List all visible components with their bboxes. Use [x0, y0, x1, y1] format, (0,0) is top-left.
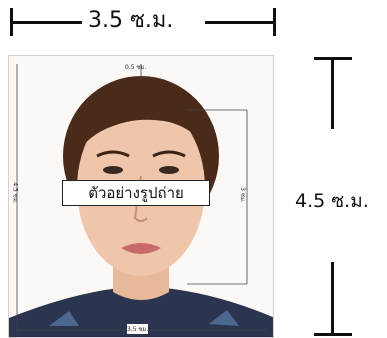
width-right-line — [205, 21, 275, 24]
top-guide-label: 0.5 ซม. — [125, 64, 147, 71]
sample-photo-label: ตัวอย่างรูปถ่าย — [62, 180, 210, 206]
height-bottom-tick — [314, 333, 352, 336]
shirt-pattern — [49, 310, 239, 326]
left-eyebrow — [96, 150, 130, 158]
width-label: 3.5 ซ.ม. — [88, 8, 174, 33]
left-eye — [103, 166, 123, 174]
lips — [121, 243, 161, 254]
nose — [133, 175, 148, 222]
width-left-line — [10, 21, 82, 24]
right-eye — [159, 166, 179, 174]
right-eyebrow — [152, 150, 186, 158]
right-guide-label: 3 ซม. — [238, 187, 246, 203]
height-top-line — [331, 57, 334, 129]
height-bottom-line — [331, 262, 334, 336]
sample-passport-photo: 0.5 ซม. 4.5 ซม. 3 ซม. 3.5 ซม. — [8, 55, 274, 338]
bottom-guide-label: 3.5 ซม. — [127, 324, 149, 334]
hair-top — [67, 84, 217, 174]
portrait-illustration — [9, 64, 273, 337]
width-right-tick — [273, 8, 276, 36]
left-guide-label: 4.5 ซม. — [11, 182, 19, 204]
height-label: 4.5 ซ.ม. — [295, 190, 369, 212]
